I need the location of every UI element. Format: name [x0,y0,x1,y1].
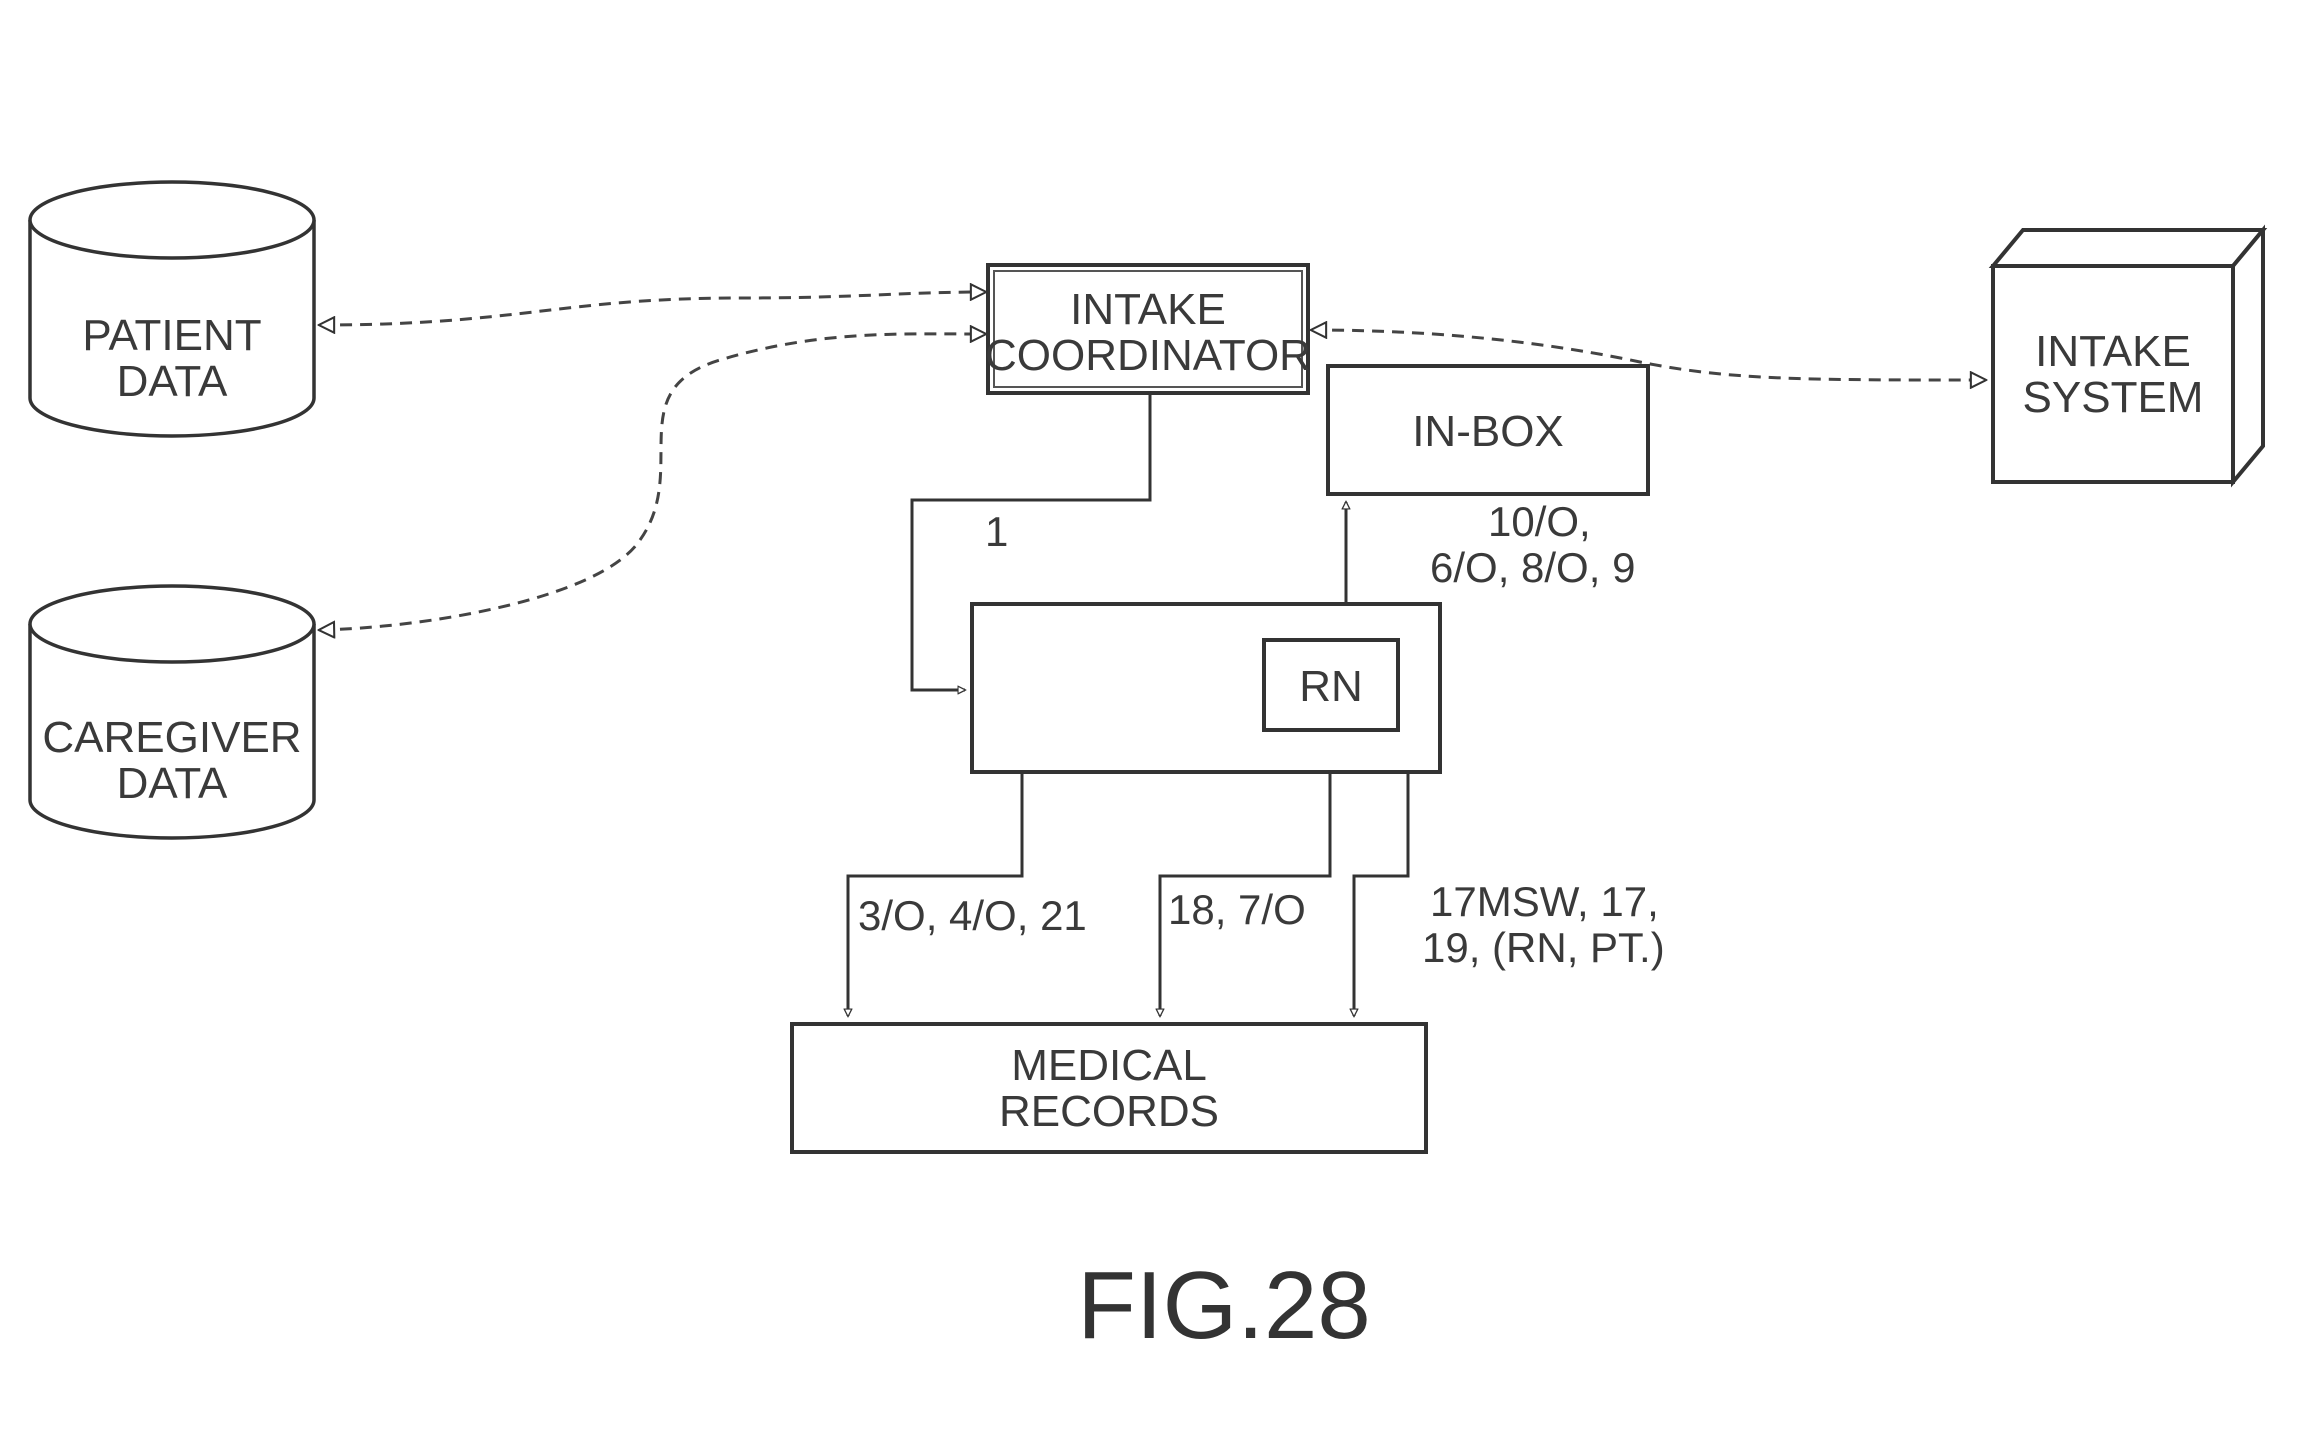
medical-records-line1: MEDICAL [1011,1041,1207,1090]
flow-label-records-mid: 18, 7/O [1168,886,1306,933]
rn-to-records-right-connector [1354,772,1410,1016]
in-box-box: IN-BOX [1326,364,1650,496]
in-box-label: IN-BOX [1412,407,1564,456]
rn-label: RN [1299,662,1363,711]
rn-process-box: RN [970,602,1442,774]
patient-data-link [320,292,985,325]
flow-label-inbox-line1: 10/O, [1488,498,1591,545]
intake-coordinator-line2: COORDINATOR [985,331,1311,380]
caregiver-data-database: CAREGIVER DATA [28,584,316,840]
patient-data-database: PATIENT DATA [28,180,316,438]
flow-label-records-left: 3/O, 4/O, 21 [858,892,1087,939]
intake-system-link [1312,330,1985,380]
flow-label-records-right-line1: 17MSW, 17, [1430,878,1659,925]
intake-system-line2: SYSTEM [2023,373,2204,422]
flow-label-records-right-line2: 19, (RN, PT.) [1422,924,1665,971]
coordinator-to-rn-connector [910,393,1152,690]
patient-data-line2: DATA [117,357,228,406]
intake-system-box: INTAKE SYSTEM [1988,224,2268,488]
caregiver-data-link [320,334,985,630]
intake-coordinator-box: INTAKE COORDINATOR [985,263,1311,395]
rn-to-records-mid-connector [1160,772,1332,1016]
patient-data-line1: PATIENT [82,311,261,360]
intake-coordinator-line1: INTAKE [1070,285,1226,334]
medical-records-box: MEDICAL RECORDS [790,1022,1428,1154]
caregiver-data-line1: CAREGIVER [42,713,301,762]
intake-system-line1: INTAKE [2035,327,2191,376]
caregiver-data-line2: DATA [117,759,228,808]
flow-label-inbox-line2: 6/O, 8/O, 9 [1430,544,1635,591]
rn-to-records-left-connector [848,772,1024,1016]
flow-label-1: 1 [985,508,1008,555]
figure-label: FIG.28 [1077,1252,1370,1359]
medical-records-line2: RECORDS [999,1087,1219,1136]
